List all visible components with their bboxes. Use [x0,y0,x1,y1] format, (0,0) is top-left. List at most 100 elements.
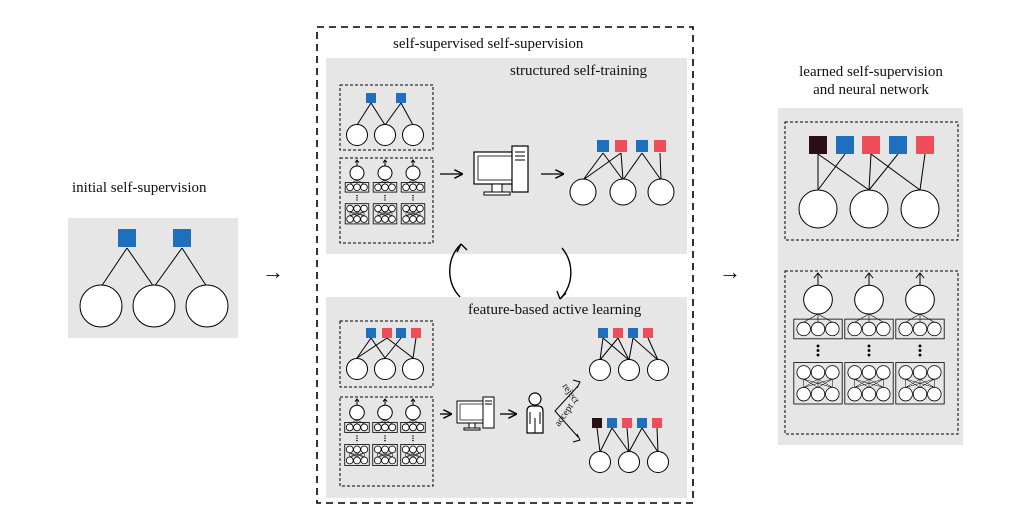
network-node [346,183,354,191]
network-node [353,215,361,223]
arrow-initial-to-middle: → [262,259,284,284]
network-node [349,404,365,421]
network-node [810,321,826,337]
network-node [825,321,840,337]
network-node [927,386,942,402]
red-label-square [654,140,666,152]
network-node [360,204,368,213]
learned-network-box [784,270,959,435]
learned-label-tree [798,136,940,229]
network-node [409,423,417,432]
network-node [861,321,877,337]
structured-label-tree [346,93,424,146]
network-node [405,404,421,421]
network-node [416,204,424,213]
network-node [360,423,369,432]
blue-label-square [597,140,609,152]
network-node [810,386,826,402]
network-node [876,386,891,402]
network-node [796,365,811,380]
initial-self-supervision-label: initial self-supervision [72,180,207,196]
network-node [360,215,368,223]
cycle-arrow-left [449,243,462,298]
reject-result-tree [589,328,669,381]
network-box [339,157,434,244]
network-node [360,183,368,191]
network-node [416,445,425,454]
network-node [402,204,410,213]
network-node [345,445,354,454]
network-node [912,365,928,380]
computer-icon [456,396,495,431]
network-node [796,321,811,337]
network-node [353,423,361,432]
network-node [409,215,417,223]
initial-node [185,284,229,328]
network-node [796,386,811,402]
red-label-square [615,140,627,152]
initial-node [132,284,176,328]
human-annotator-icon [526,392,544,434]
network-node [360,445,369,454]
network-node [905,284,935,315]
network-node [388,204,396,213]
reject-accept-branch [554,385,579,438]
network-node [898,321,913,337]
label-tree-box [339,320,434,388]
initial-panel [68,218,238,338]
network-node [825,386,840,402]
network-node [409,183,417,191]
network-node [381,445,389,454]
blue-label-square [636,140,648,152]
network-node [416,423,425,432]
network-node [405,165,421,181]
blue-label-square [366,93,376,103]
network-node [847,321,862,337]
network-node [388,183,396,191]
structured-result-tree [569,140,675,206]
network-node [847,386,862,402]
network-node [377,165,393,181]
initial-blue-label-square [173,229,191,247]
network-node [876,365,891,380]
network-node [409,456,417,465]
network-node [349,165,365,181]
blue-label-square [396,93,406,103]
structured-self-training-label: structured self-training [510,63,648,79]
network-node [876,321,891,337]
network-node [416,183,424,191]
network-node [847,365,862,380]
network-node [346,204,354,213]
network-node [861,386,877,402]
network-node [416,215,424,223]
network-node [898,386,913,402]
network-node [409,445,417,454]
initial-tree [79,229,229,328]
network-node [374,215,382,223]
network-node [381,456,389,465]
network-node [373,445,382,454]
network-node [927,321,942,337]
network-node [416,456,425,465]
network-node [898,365,913,380]
network-node [402,183,410,191]
network-node [927,365,942,380]
network-node [912,321,928,337]
computer-icon [473,145,529,196]
initial-blue-label-square [118,229,136,247]
middle-dashed-frame [316,26,694,504]
learned-label-tree-box [784,121,959,241]
network-node [401,445,410,454]
learned-label-line2: and neural network [813,82,929,98]
network-node [825,365,840,380]
network-node [912,386,928,402]
network-node [388,445,397,454]
network-node [374,204,382,213]
network-box [339,396,434,487]
network-node [381,215,389,223]
network-node [353,445,361,454]
label-tree-box [339,84,434,151]
network-node [388,215,396,223]
active-label-tree [346,328,424,380]
network-node [381,204,389,213]
